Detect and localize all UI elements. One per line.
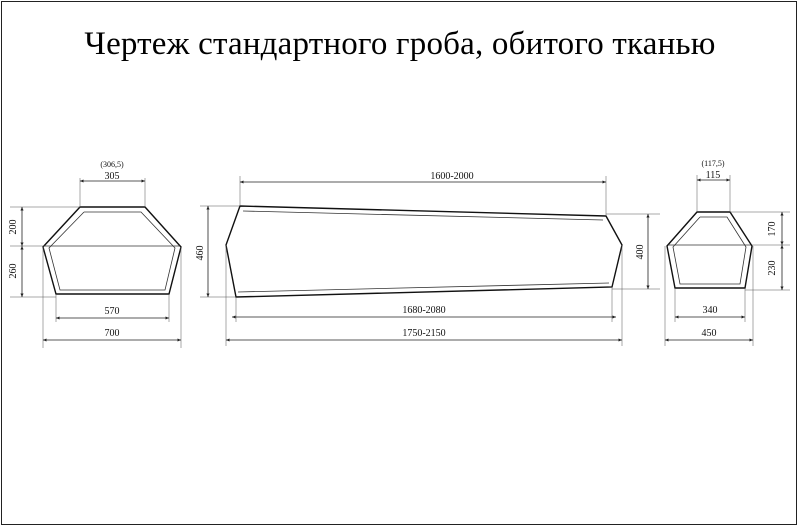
left-full-width: 700: [105, 328, 120, 339]
left-bottom-inner-width: 570: [105, 306, 120, 317]
right-full-width: 450: [702, 328, 717, 339]
right-top-width-note: (117,5): [701, 159, 724, 168]
right-end-outline: [666, 211, 753, 289]
right-lower-height: 230: [767, 261, 778, 276]
side-height: 460: [195, 246, 206, 261]
left-top-width-note: (306,5): [100, 160, 124, 169]
right-top-width: 115: [706, 170, 721, 181]
left-end-view: (306,5) 305 200 260 570 700: [8, 160, 182, 348]
side-view: 1600-2000 460 400 1680-2080 1750-2150: [195, 171, 660, 346]
side-bottom-inner-length: 1680-2080: [402, 305, 445, 316]
left-upper-height: 200: [8, 220, 19, 235]
left-lower-height: 260: [8, 264, 19, 279]
right-end-view: (117,5) 115 170 230 340 450: [664, 159, 790, 346]
drawing-title: Чертеж стандартного гроба, обитого ткань…: [84, 26, 716, 62]
side-full-length: 1750-2150: [402, 328, 445, 339]
left-top-width: 305: [105, 171, 120, 182]
side-view-outline: [225, 205, 623, 298]
right-bottom-inner-width: 340: [703, 305, 718, 316]
side-end-height: 400: [635, 245, 646, 260]
right-upper-height: 170: [767, 222, 778, 237]
side-top-length: 1600-2000: [430, 171, 473, 182]
left-end-outline: [42, 206, 182, 295]
